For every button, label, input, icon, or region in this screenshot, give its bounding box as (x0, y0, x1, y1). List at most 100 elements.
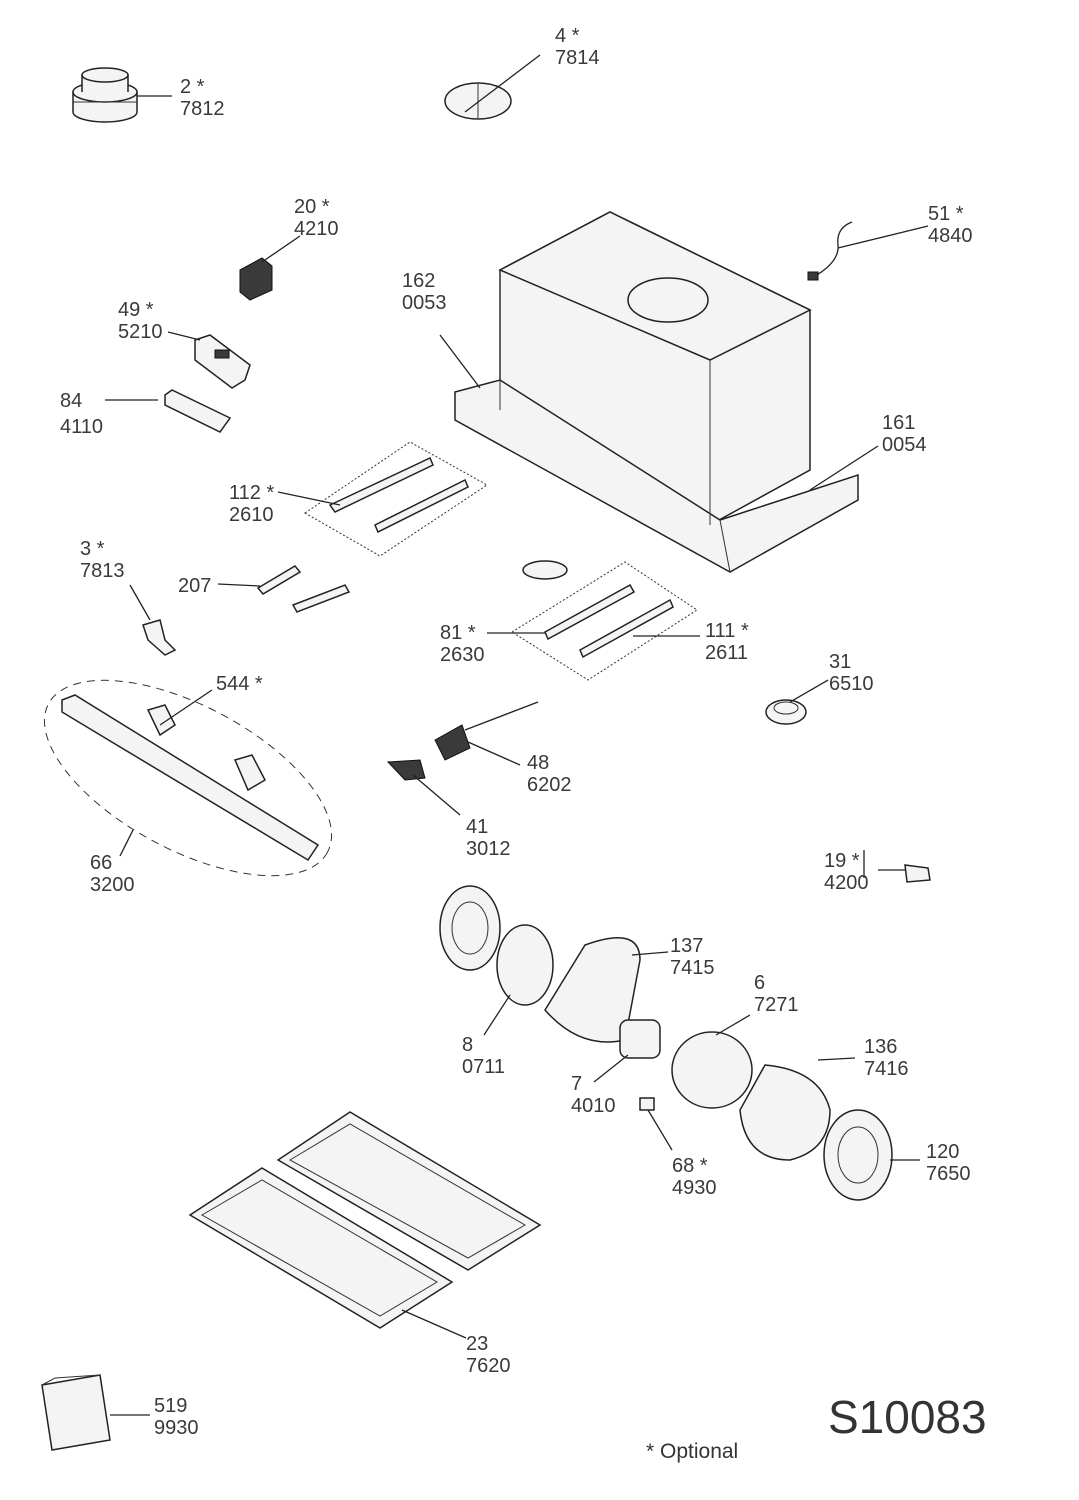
fan-assembly-drawing (439, 885, 893, 1201)
callout-68: 68 * 4930 (672, 1155, 717, 1199)
callout-207-pos: 207 (178, 575, 212, 597)
callout-20-code: 4210 (294, 218, 339, 240)
callout-3-code: 7813 (80, 560, 125, 582)
part-84-bracket-drawing (164, 389, 232, 433)
callout-2: 2 * 7812 (180, 76, 225, 120)
callout-120-pos: 120 (926, 1141, 960, 1163)
callout-23: 23 7620 (466, 1333, 511, 1377)
callout-120: 120 7650 (926, 1141, 971, 1185)
callout-136: 136 7416 (864, 1036, 909, 1080)
callout-48-pos: 48 (527, 752, 550, 774)
callout-111-code: 2611 (705, 642, 749, 664)
callout-81: 81 * 2630 (440, 622, 485, 666)
callout-161-code: 0054 (882, 434, 927, 456)
callout-111: 111 * 2611 (705, 620, 749, 664)
callout-8: 8 0711 (462, 1034, 505, 1078)
callout-162-code: 0053 (402, 292, 447, 314)
callout-544-pos: 544 * (216, 673, 263, 695)
callout-112-pos: 112 * (229, 482, 275, 504)
callout-161-pos: 161 (882, 412, 916, 434)
callout-6-code: 7271 (754, 994, 799, 1016)
callout-162: 162 0053 (402, 270, 447, 314)
callout-3: 3 * 7813 (80, 538, 125, 582)
callout-7-code: 4010 (571, 1095, 616, 1117)
callout-136-code: 7416 (864, 1058, 909, 1080)
callout-31-pos: 31 (829, 651, 852, 673)
rails-group-81-111-drawing (511, 561, 698, 681)
rails-group-112-drawing (304, 441, 488, 557)
callout-8-code: 0711 (462, 1056, 506, 1078)
callout-519-pos: 519 (154, 1395, 188, 1417)
callout-84-pos: 84 (60, 390, 83, 412)
callout-49: 49 * 5210 (118, 299, 163, 343)
drawing-number: S10083 (828, 1391, 987, 1443)
callout-51: 51 * 4840 (928, 203, 973, 247)
part-519-kit-bag-drawing (41, 1374, 111, 1451)
callout-49-code: 5210 (118, 321, 163, 343)
callout-4: 4 * 7814 (555, 25, 600, 69)
callout-137-code: 7415 (670, 957, 715, 979)
callout-519-code: 9930 (154, 1417, 199, 1439)
callout-7-pos: 7 (571, 1073, 583, 1095)
callout-84: 84 4110 (60, 388, 103, 440)
part-66-front-bar-drawing (43, 679, 333, 877)
part-3-clip-drawing (142, 619, 177, 656)
part-207-strips-drawing (256, 565, 351, 613)
callout-41: 41 3012 (466, 816, 511, 860)
callout-66-pos: 66 (90, 852, 113, 874)
callout-111-pos: 111 * (705, 620, 749, 642)
callout-137-pos: 137 (670, 935, 704, 957)
part-19-lamp-drawing (904, 864, 931, 883)
callout-136-pos: 136 (864, 1036, 898, 1058)
callout-48-code: 6202 (527, 774, 572, 796)
callout-68-pos: 68 * (672, 1155, 708, 1177)
callout-51-pos: 51 * (928, 203, 964, 225)
part-2-collar-drawing (72, 67, 138, 123)
part-49-pcb-drawing (194, 334, 251, 389)
callout-20: 20 * 4210 (294, 196, 339, 240)
callout-49-pos: 49 * (118, 299, 154, 321)
callout-51-code: 4840 (928, 225, 973, 247)
callout-120-code: 7650 (926, 1163, 971, 1185)
callout-23-pos: 23 (466, 1333, 489, 1355)
callout-19: 19 * 4200 (824, 850, 869, 894)
callout-19-pos: 19 * (824, 850, 860, 872)
leader-lines (105, 54, 929, 1416)
callout-48: 48 6202 (527, 752, 572, 796)
callout-66-code: 3200 (90, 874, 135, 896)
callout-66: 66 3200 (90, 852, 135, 896)
callout-31-code: 6510 (829, 673, 874, 695)
part-4-disc-drawing (444, 82, 512, 120)
callout-3-pos: 3 * (80, 538, 105, 560)
callout-31: 31 6510 (829, 651, 874, 695)
part-41-terminal-drawing (386, 759, 426, 781)
callout-162-pos: 162 (402, 270, 436, 292)
part-23-filters-drawing (188, 1111, 542, 1329)
callout-19-code: 4200 (824, 872, 869, 894)
callout-112-code: 2610 (229, 504, 274, 526)
callout-41-pos: 41 (466, 816, 489, 838)
callout-20-pos: 20 * (294, 196, 330, 218)
part-51-cable-drawing (807, 221, 853, 281)
callout-84-code: 4110 (60, 416, 104, 438)
part-20-switch-drawing (239, 257, 273, 301)
callout-6: 6 7271 (754, 972, 799, 1016)
ring-part-drawing (522, 560, 568, 580)
callout-7: 7 4010 (571, 1073, 616, 1117)
callout-81-code: 2630 (440, 644, 485, 666)
callout-161: 161 0054 (882, 412, 927, 456)
callout-6-pos: 6 (754, 972, 766, 994)
callout-4-code: 7814 (555, 47, 600, 69)
callout-519: 519 9930 (154, 1395, 199, 1439)
optional-footnote: * Optional (646, 1440, 739, 1463)
callout-8-pos: 8 (462, 1034, 474, 1056)
callout-207: 207 (178, 575, 211, 597)
callout-112: 112 * 2610 (229, 482, 274, 526)
part-48-connector-drawing (434, 701, 539, 761)
hood-body-drawing (454, 211, 859, 573)
callout-23-code: 7620 (466, 1355, 511, 1377)
callout-41-code: 3012 (466, 838, 511, 860)
callout-81-pos: 81 * (440, 622, 476, 644)
callout-137: 137 7415 (670, 935, 715, 979)
